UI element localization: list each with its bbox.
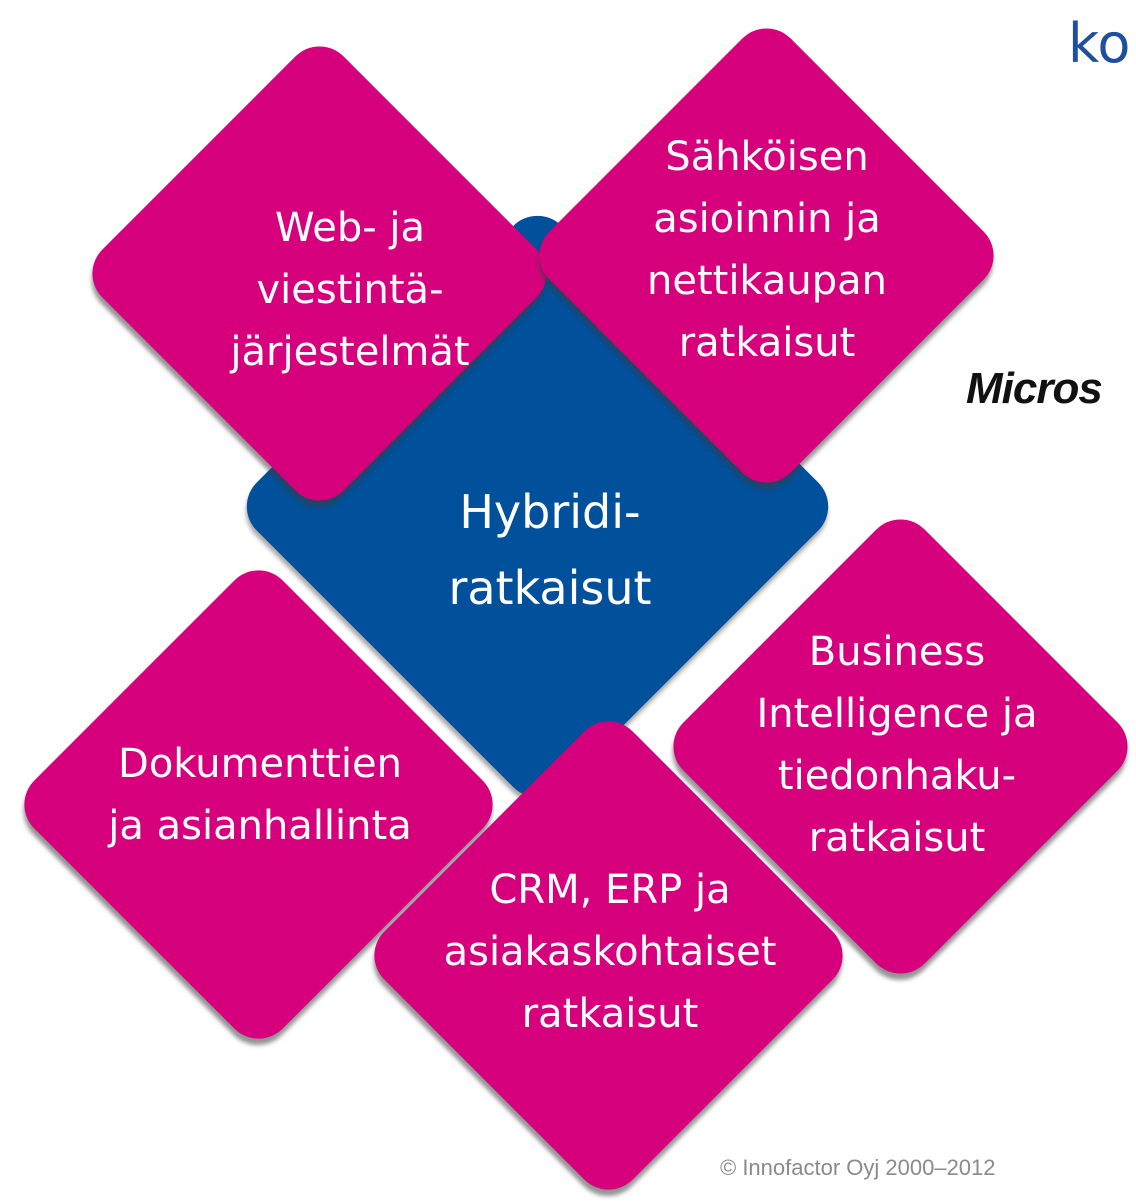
copyright-text: © Innofactor Oyj 2000–2012 <box>720 1155 996 1180</box>
segment-web-label: Web- ja viestintä- järjestelmät <box>230 205 470 375</box>
slide-title-fragment: ko <box>1068 12 1131 75</box>
segment-crm-erp-label: CRM, ERP ja asiakaskohtaiset ratkaisut <box>443 867 777 1037</box>
center-label: Hybridi- ratkaisut <box>448 485 652 615</box>
microsoft-logo: Micros <box>966 364 1103 413</box>
segment-business-intelligence-label: Business Intelligence ja tiedonhaku- rat… <box>756 629 1038 861</box>
segment-documents-label: Dokumenttien ja asianhallinta <box>108 741 412 849</box>
segment-ecommerce-label: Sähköisen asioinnin ja nettikaupan ratka… <box>646 134 888 366</box>
